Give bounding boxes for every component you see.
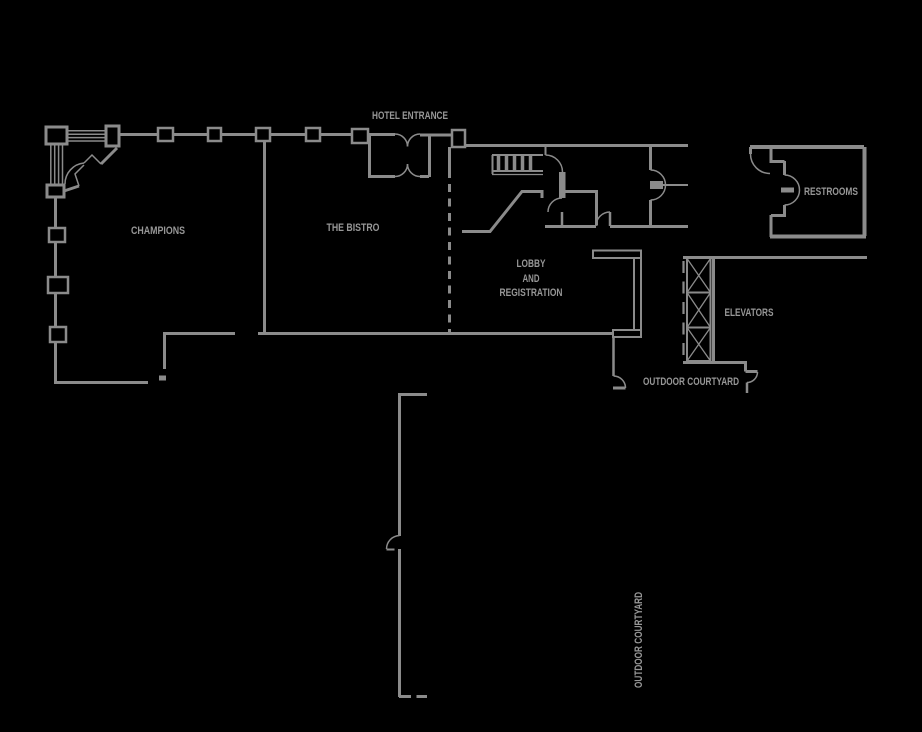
details [50,130,801,550]
entrance-door-arc [394,163,409,178]
label-outdoor-courtyard-south: OUTDOOR COURTYARD [633,592,645,688]
wall-elevator-bottom [683,361,758,373]
door-arc-desk [547,197,563,213]
elevator-x-marks [686,258,712,362]
stair-treads [496,155,533,171]
labels: HOTEL ENTRANCE CHAMPIONS THE BISTRO LOBB… [131,110,858,688]
door-panels [159,172,794,381]
door-arc-lobby-south [595,211,611,227]
door-arc-courtyard-ne [746,371,759,384]
door-panel-corridor [650,181,663,189]
wall-restrooms-outline [750,145,867,239]
column [304,126,322,143]
corner-hatch-vertical [50,145,64,185]
door-arc-courtyard-east [613,375,627,389]
registration-desk [462,190,544,233]
planter-bottom [612,329,642,338]
corner-diagonal-wall [99,146,119,166]
corner-bifold-door [74,164,85,187]
corner-box [45,183,66,199]
corner-diagonal-wall [63,184,80,193]
column [47,226,67,244]
planter-side [633,257,642,331]
corner-box [44,125,69,146]
wall-inner-corner [163,332,235,369]
wall-desk-office [565,190,598,226]
stair-rails [491,154,543,174]
door-panel-restrooms [781,187,794,193]
door-panel-stairs [559,172,566,198]
wall-courtyard-south [398,393,427,698]
corner-door-arc [64,162,85,185]
door-arc-restrooms-inner [784,174,801,206]
label-registration: REGISTRATION [500,287,563,299]
elevator-shaft-walls [686,258,712,362]
door-arc-courtyard-south [385,534,400,550]
wall-tick-champions [159,375,166,381]
label-the-bistro: THE BISTRO [327,222,380,234]
label-outdoor-courtyard-east: OUTDOOR COURTYARD [643,376,739,388]
label-elevators: ELEVATORS [725,307,774,319]
label-lobby: LOBBY [517,258,546,270]
entrance-door-arc [406,163,421,178]
column [350,127,370,145]
label-restrooms: RESTROOMS [804,186,858,198]
planter-top [592,249,642,259]
entrance-door-arc [394,133,409,147]
column [46,275,70,295]
wall-vestibule [368,133,431,178]
label-and: AND [523,273,540,285]
door-arc-restrooms-outer [749,153,771,175]
column [156,126,175,143]
column [48,325,68,344]
column [254,126,272,143]
door-arc-stairs [545,154,564,173]
corner-box [104,124,121,148]
corner-hatch-horizontal [67,130,106,142]
entrance-door-arc [406,133,421,147]
column [206,126,223,143]
walls [54,133,867,698]
wall-restrooms-alcove [769,147,786,237]
label-hotel-entrance: HOTEL ENTRANCE [372,110,448,122]
columns [44,124,467,344]
column [450,128,467,149]
corner-bifold-door [83,153,102,165]
label-champions: CHAMPIONS [131,225,185,237]
